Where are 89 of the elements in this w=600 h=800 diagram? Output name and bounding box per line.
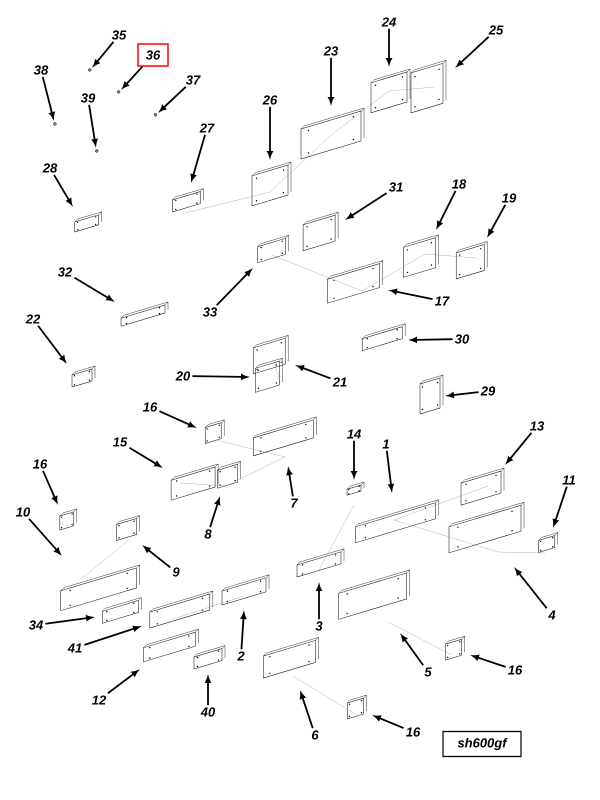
callout-number: 38 xyxy=(34,65,48,75)
leader-arrow xyxy=(107,670,138,694)
callout-number: 26 xyxy=(262,95,278,105)
leader-arrow xyxy=(515,568,548,609)
callout-number: 16 xyxy=(508,665,522,675)
leader-arrow xyxy=(216,270,252,306)
leader-arrow xyxy=(401,635,424,666)
callout-number: 9 xyxy=(172,567,180,577)
drawing-number-box: sh600gf xyxy=(442,730,522,758)
leader-arrow xyxy=(552,486,568,526)
leader-arrow xyxy=(347,192,388,219)
leader-arrow xyxy=(122,66,143,88)
callout-number: 29 xyxy=(480,386,496,396)
leader-arrow xyxy=(390,288,433,300)
callout-number: 22 xyxy=(26,314,40,324)
callout-number: 4 xyxy=(548,610,556,620)
callout-number: 12 xyxy=(92,695,106,705)
callout-number: 39 xyxy=(80,93,96,103)
callout-number: 16 xyxy=(142,402,158,412)
leader-arrow xyxy=(144,546,171,568)
leader-arrow xyxy=(386,28,392,64)
callout-number: 34 xyxy=(28,620,43,630)
highlighted-callout-number: 36 xyxy=(137,43,169,67)
leader-arrow xyxy=(488,204,506,236)
leader-arrow xyxy=(448,391,479,398)
callout-number: 17 xyxy=(434,296,450,306)
leader-arrow xyxy=(88,104,98,146)
leader-arrow xyxy=(472,654,506,668)
leader-arrow xyxy=(436,190,456,228)
callout-number: 23 xyxy=(324,46,338,56)
callout-number: 30 xyxy=(454,334,470,344)
leader-arrow xyxy=(159,410,195,428)
leader-arrow xyxy=(205,676,211,706)
leader-arrow xyxy=(190,134,206,180)
leader-arrow xyxy=(42,470,58,503)
callout-number: 33 xyxy=(202,307,218,317)
callout-number: 16 xyxy=(32,459,48,469)
callout-number: 5 xyxy=(424,667,432,677)
callout-number: 1 xyxy=(382,440,389,448)
leader-arrow xyxy=(267,106,273,158)
leader-arrow xyxy=(42,76,55,118)
leader-arrow xyxy=(84,626,140,646)
callout-number: 13 xyxy=(530,421,544,431)
callout-number: 6 xyxy=(312,730,319,740)
callout-number: 7 xyxy=(291,498,298,508)
callout-number: 20 xyxy=(176,371,190,381)
leader-arrow xyxy=(53,174,72,205)
leader-arrow xyxy=(240,612,246,650)
leader-arrow xyxy=(209,498,220,528)
callout-number: 40 xyxy=(200,707,216,717)
callout-number: 18 xyxy=(452,179,466,189)
leader-arrow xyxy=(192,374,248,380)
leader-arrow xyxy=(93,41,114,66)
callout-number: 10 xyxy=(16,507,30,517)
callout-number: 41 xyxy=(68,644,82,652)
callout-number: 32 xyxy=(58,267,72,277)
leader-arrow xyxy=(374,715,404,729)
callout-number: 3 xyxy=(315,621,322,631)
callout-number: 28 xyxy=(42,163,58,173)
callout-number: 21 xyxy=(332,377,347,387)
leader-arrow xyxy=(128,446,161,468)
callout-number: 2 xyxy=(237,651,244,661)
leader-arrow xyxy=(286,468,294,496)
leader-arrow xyxy=(386,450,394,490)
callout-number: 37 xyxy=(186,75,201,85)
callout-number: 15 xyxy=(112,437,128,447)
leader-arrow xyxy=(316,584,322,620)
leader-arrow xyxy=(456,36,490,66)
leader-arrow xyxy=(506,432,532,464)
leader-arrow xyxy=(74,276,113,302)
callout-number: 11 xyxy=(562,476,576,484)
callout-number: 14 xyxy=(346,430,361,438)
callout-number: 27 xyxy=(200,123,215,133)
leader-arrow xyxy=(37,325,66,362)
leader-arrow xyxy=(28,518,61,554)
leader-arrow xyxy=(160,86,186,112)
leader-arrow xyxy=(300,692,314,728)
callout-number: 19 xyxy=(502,193,516,203)
callout-number: 35 xyxy=(112,30,126,40)
callout-number: 16 xyxy=(406,727,420,737)
callout-number: 24 xyxy=(382,17,396,27)
callout-number: 31 xyxy=(388,182,403,192)
leader-arrow xyxy=(328,58,334,104)
leader-arrow xyxy=(45,615,92,625)
callout-number: 8 xyxy=(204,529,212,539)
leader-arrow xyxy=(297,365,331,380)
leader-arrow xyxy=(410,337,453,343)
leader-arrow xyxy=(351,440,357,478)
callout-number: 25 xyxy=(488,25,504,35)
